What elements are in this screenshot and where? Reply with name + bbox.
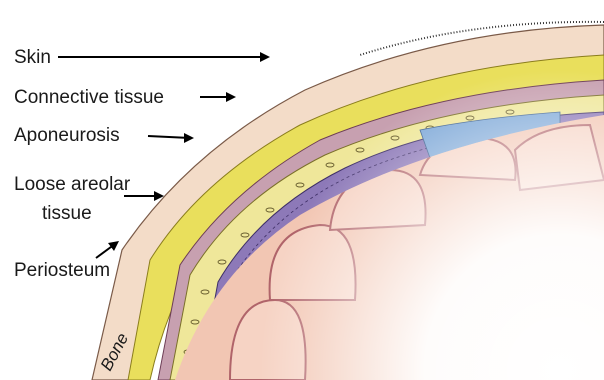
label-skin: Skin	[14, 47, 51, 68]
label-aponeurosis: Aponeurosis	[14, 125, 120, 146]
label-loose-areolar-1: Loose areolar	[14, 174, 131, 195]
label-periosteum: Periosteum	[14, 260, 110, 281]
label-connective-tissue: Connective tissue	[14, 87, 164, 108]
label-loose-areolar-2: tissue	[42, 203, 92, 224]
